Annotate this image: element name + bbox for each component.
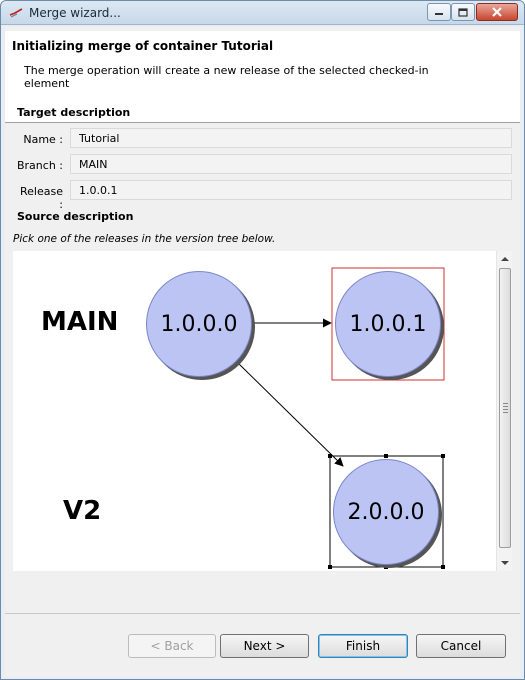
back-button[interactable]: < Back — [128, 634, 216, 658]
source-section-label: Source description — [17, 210, 134, 223]
page-description: The merge operation will create a new re… — [24, 64, 429, 90]
release-field: 1.0.0.1 — [70, 180, 512, 200]
button-separator — [5, 613, 520, 614]
highlight-box-1001 — [331, 267, 445, 381]
selection-handles — [328, 454, 445, 569]
cancel-button[interactable]: Cancel — [416, 634, 506, 658]
wizard-header: Initializing merge of container Tutorial… — [5, 31, 520, 123]
name-field: Tutorial — [70, 128, 512, 148]
release-label: Release : — [20, 185, 63, 211]
title-bar[interactable]: Merge wizard... — [1, 1, 524, 25]
scroll-up-icon — [501, 257, 509, 261]
vertical-scrollbar[interactable] — [496, 251, 512, 571]
window-title: Merge wizard... — [29, 6, 121, 20]
finish-button[interactable]: Finish — [318, 634, 408, 658]
wizard-content: Initializing merge of container Tutorial… — [5, 27, 520, 677]
version-tree-edges — [237, 267, 445, 569]
version-tree-canvas[interactable]: MAIN V2 1.0.0.0 1.0.0.1 2.0.0.0 — [13, 251, 512, 571]
scroll-thumb[interactable] — [499, 268, 511, 548]
minimize-button[interactable] — [427, 3, 451, 21]
version-node-2000[interactable]: 2.0.0.0 — [333, 459, 439, 565]
close-icon — [492, 7, 502, 17]
scroll-down-icon — [501, 561, 509, 565]
maximize-button[interactable] — [451, 3, 475, 21]
edge-1000-to-2000 — [237, 362, 344, 467]
maximize-icon — [458, 7, 468, 17]
version-node-1001[interactable]: 1.0.0.1 — [335, 271, 441, 377]
scroll-down-button[interactable] — [497, 555, 512, 571]
app-icon — [9, 8, 23, 18]
version-node-1000[interactable]: 1.0.0.0 — [146, 271, 252, 377]
next-button[interactable]: Next > — [220, 634, 309, 658]
branch-label-main: MAIN — [41, 307, 119, 337]
branch-label-v2: V2 — [63, 496, 102, 526]
branch-label: Branch : — [16, 159, 63, 172]
scroll-up-button[interactable] — [497, 251, 512, 267]
page-title: Initializing merge of container Tutorial — [12, 39, 274, 53]
name-label: Name : — [23, 133, 63, 146]
source-hint: Pick one of the releases in the version … — [13, 233, 276, 245]
branch-field: MAIN — [70, 154, 512, 174]
minimize-icon — [435, 13, 443, 15]
target-section-label: Target description — [17, 106, 131, 119]
close-button[interactable] — [476, 3, 518, 21]
